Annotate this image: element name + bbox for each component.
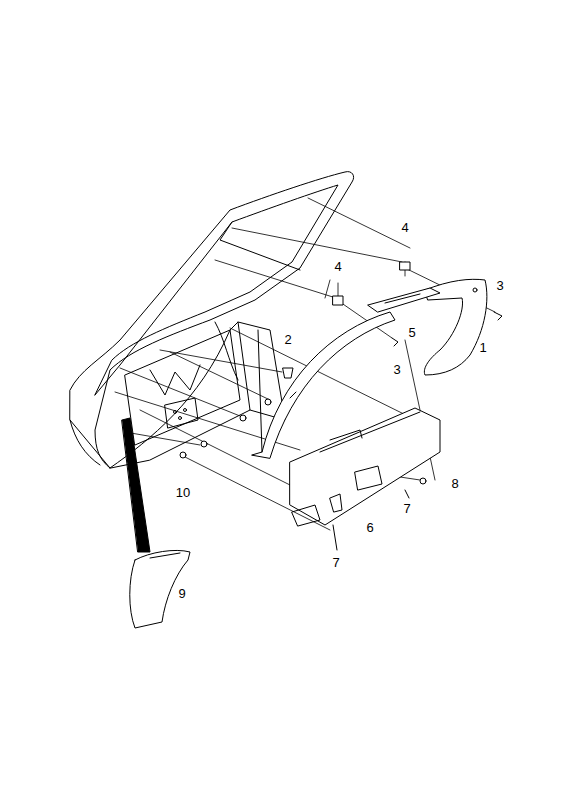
callout-number: 4 bbox=[400, 221, 409, 235]
callout-number: 2 bbox=[283, 333, 292, 347]
callout-number: 10 bbox=[175, 486, 191, 500]
trim-part-9 bbox=[130, 550, 190, 628]
callout-number: 5 bbox=[407, 326, 416, 340]
callout-number: 8 bbox=[450, 477, 459, 491]
callout-number: 6 bbox=[365, 521, 374, 535]
fasteners bbox=[180, 262, 502, 550]
seal-strip bbox=[122, 418, 150, 552]
callout-number: 1 bbox=[478, 341, 487, 355]
callout-number: 3 bbox=[392, 363, 401, 377]
trim-part-6 bbox=[290, 408, 440, 525]
leader-lines bbox=[115, 198, 495, 530]
callout-number: 7 bbox=[331, 556, 340, 570]
callout-number: 9 bbox=[177, 587, 186, 601]
callout-number: 7 bbox=[402, 502, 411, 516]
callout-number: 4 bbox=[333, 260, 342, 274]
trim-part-5 bbox=[368, 288, 440, 312]
callout-number: 3 bbox=[495, 279, 504, 293]
body-frame bbox=[70, 172, 354, 468]
